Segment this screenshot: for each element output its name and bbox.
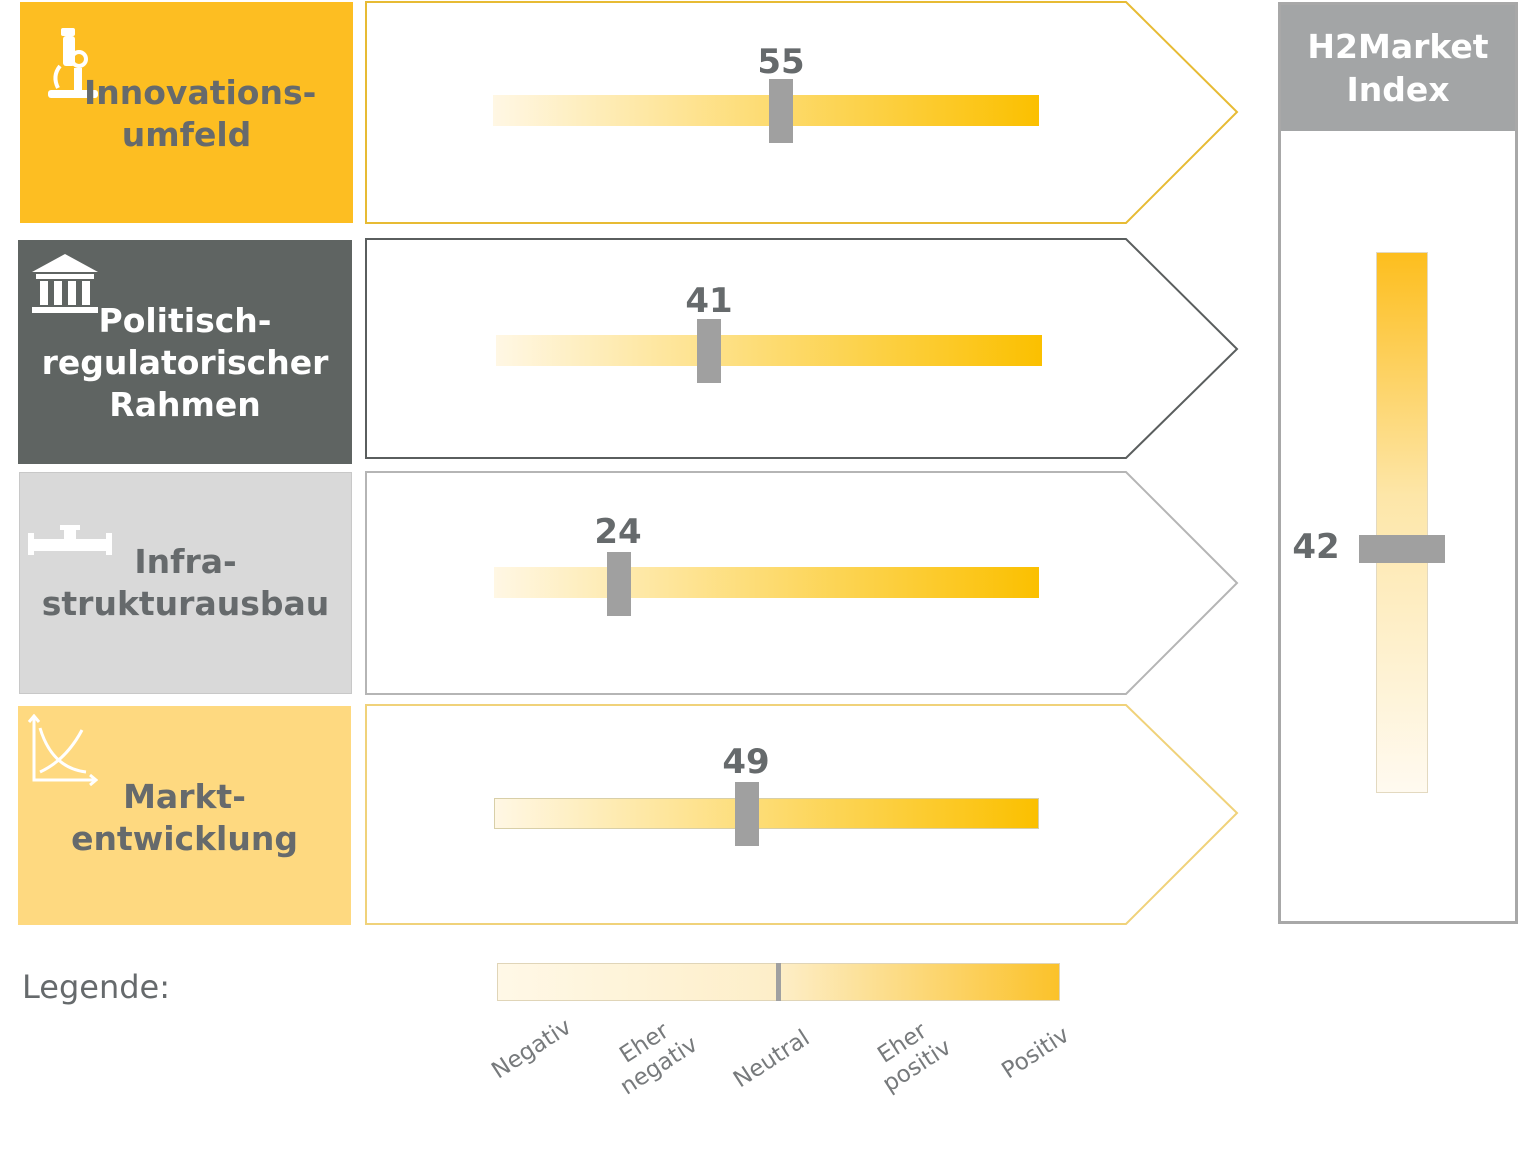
legend-item-neutral: Neutral [723,1021,822,1098]
label-line: Infra- [134,542,237,581]
score-bar-market [494,798,1039,829]
category-tile-political: Politisch- regulatorischer Rahmen [18,240,352,464]
category-tile-market: Markt- entwicklung [18,706,351,925]
label-line: umfeld [121,115,252,154]
label-line: Politisch- [98,301,272,340]
legend-neutral-marker [776,963,781,1001]
label-line: strukturausbau [41,584,330,623]
label-line: Innovations- [84,73,317,112]
score-arrow-political: 41 [364,237,1240,461]
microscope-icon [44,26,100,102]
category-label-market: Markt- entwicklung [18,776,351,860]
legend-text: Neutral [729,1025,815,1094]
score-handle-innovation [769,79,793,143]
score-handle-market [735,782,759,846]
label-line: Markt- [123,777,246,816]
category-label-innovation-2: umfeld [20,114,353,156]
score-value-political: 41 [685,281,733,321]
category-tile-innovation: Innovations- umfeld [20,2,353,223]
legend-item-eher-positiv: Eher positiv [853,1005,966,1105]
score-handle-political [697,319,721,383]
score-bar-innovation [493,95,1039,126]
category-tile-infrastructure: Infra- strukturausbau [19,472,352,694]
legend-item-negativ: Negativ [483,1011,582,1088]
index-panel: H2Market Index 42 [1278,2,1518,924]
government-building-icon [30,252,100,316]
label-line: entwicklung [71,819,298,858]
index-gauge-handle [1359,535,1445,563]
index-header: H2Market Index [1281,5,1515,131]
category-label-political: Politisch- regulatorischer Rahmen [18,300,352,426]
legend-label: Legende: [22,968,171,1006]
pipeline-icon [28,523,112,559]
score-arrow-infrastructure: 24 [364,470,1240,697]
legend-item-positiv: Positiv [987,1015,1086,1092]
category-label-infrastructure: Infra- strukturausbau [20,541,351,625]
category-label-innovation: Innovations- [80,72,353,114]
score-value-market: 49 [722,742,770,782]
market-curves-icon [26,714,98,786]
score-bar-political [496,335,1042,366]
score-bar-infrastructure [494,567,1039,598]
score-arrow-market: 49 [364,703,1240,927]
score-arrow-innovation: 55 [364,0,1240,226]
index-value: 42 [1292,527,1340,567]
score-value-infrastructure: 24 [594,512,642,552]
label-line: regulatorischer [41,343,329,382]
index-gauge-bar [1376,252,1428,793]
legend-text: Positiv [997,1021,1075,1085]
score-handle-infrastructure [607,552,631,616]
index-title-line1: H2Market [1307,27,1489,66]
label-line: Rahmen [109,385,261,424]
index-title-line2: Index [1346,70,1450,109]
legend-text: Negativ [487,1013,577,1085]
score-value-innovation: 55 [757,42,805,82]
legend-item-eher-negativ: Eher negativ [595,1005,708,1105]
